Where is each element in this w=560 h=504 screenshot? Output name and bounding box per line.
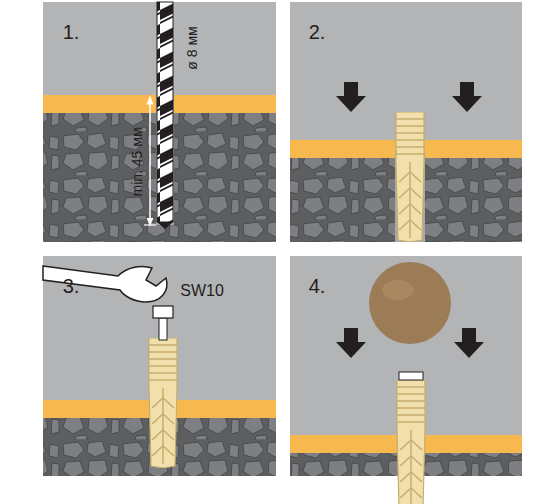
dimension-label: min. 45 мм	[130, 127, 144, 196]
step-number: 3.	[63, 276, 80, 296]
dimension-label: ø 8 мм	[185, 26, 199, 69]
wrench-size-label: SW10	[180, 283, 224, 299]
step-number: 2.	[309, 22, 326, 42]
step-number: 1.	[63, 22, 80, 42]
step-number: 4.	[309, 276, 326, 296]
